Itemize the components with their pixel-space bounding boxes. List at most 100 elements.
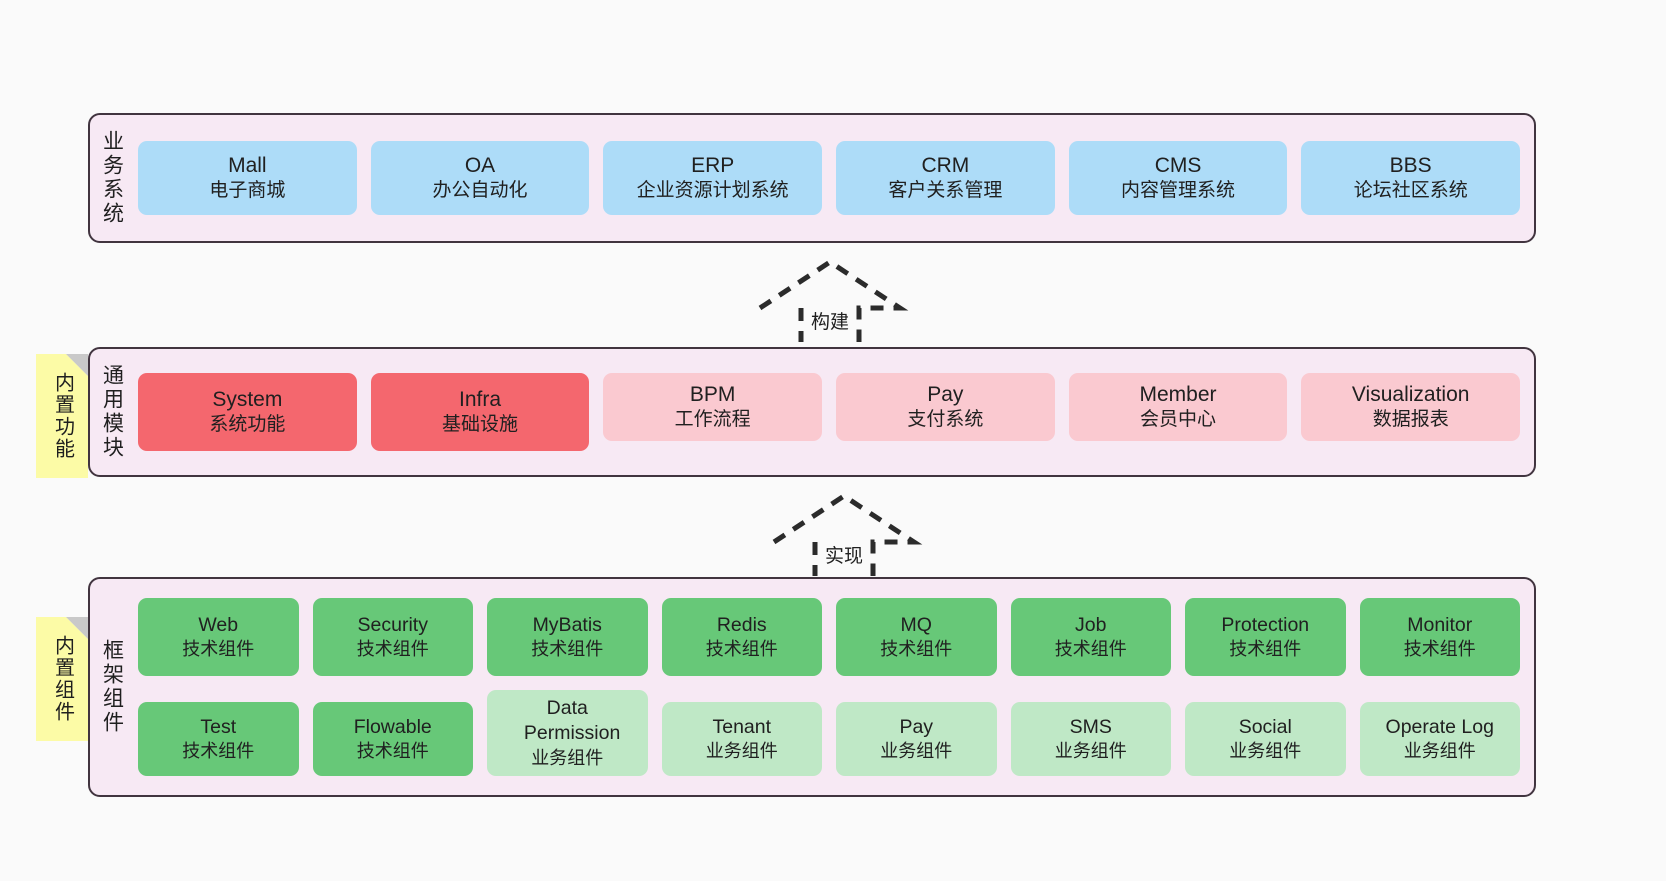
layer-body-framework-component: Web 技术组件 Security 技术组件 MyBatis 技术组件 Redi… [134, 579, 1534, 795]
node-title: Infra [458, 388, 502, 411]
node-title: CRM [921, 154, 970, 177]
node-title: MyBatis [532, 613, 602, 636]
node-subtitle: 业务组件 [1054, 740, 1127, 761]
layer-common-module: 通用模块 System 系统功能 Infra 基础设施 BPM 工作流程 Pay… [88, 347, 1536, 477]
node-protection[interactable]: Protection 技术组件 [1185, 598, 1346, 676]
note-fold-icon [66, 354, 88, 376]
node-subtitle: 工作流程 [674, 409, 751, 431]
node-title: MQ [900, 613, 932, 636]
node-subtitle: 技术组件 [705, 638, 778, 659]
node-subtitle: 技术组件 [1403, 638, 1476, 659]
node-monitor[interactable]: Monitor 技术组件 [1359, 598, 1520, 676]
sticky-note-label: 内置功能 [51, 372, 74, 460]
node-test[interactable]: Test 技术组件 [138, 702, 299, 776]
node-flowable[interactable]: Flowable 技术组件 [312, 702, 473, 776]
node-subtitle: 业务组件 [1229, 740, 1302, 761]
node-title: Monitor [1407, 613, 1473, 636]
connector-implement: 实现 [770, 492, 923, 578]
layer-body-business-system: Mall 电子商城 OA 办公自动化 ERP 企业资源计划系统 CRM 客户关系… [134, 115, 1534, 241]
node-subtitle: 技术组件 [531, 638, 604, 659]
node-subtitle: 技术组件 [356, 740, 429, 761]
node-subtitle: 会员中心 [1140, 409, 1217, 431]
node-subtitle: 技术组件 [880, 638, 953, 659]
node-subtitle: 支付系统 [907, 409, 984, 431]
node-subtitle: 业务组件 [1403, 740, 1476, 761]
node-social[interactable]: Social 业务组件 [1185, 702, 1346, 776]
node-subtitle: 技术组件 [1229, 638, 1302, 659]
node-title: Security [357, 613, 428, 636]
node-subtitle: 办公自动化 [432, 180, 528, 202]
node-operate-log[interactable]: Operate Log 业务组件 [1359, 702, 1520, 776]
box-row: Test 技术组件 Flowable 技术组件 Data Permission … [138, 690, 1520, 776]
node-subtitle: 技术组件 [182, 740, 255, 761]
node-subtitle: 业务组件 [880, 740, 953, 761]
node-subtitle: 技术组件 [356, 638, 429, 659]
node-system[interactable]: System 系统功能 [138, 373, 357, 451]
sticky-note-builtin-function: 内置功能 [36, 354, 88, 478]
node-subtitle: 技术组件 [182, 638, 255, 659]
node-title: Web [198, 613, 239, 636]
node-infra[interactable]: Infra 基础设施 [370, 373, 590, 451]
node-mall[interactable]: Mall 电子商城 [138, 141, 357, 215]
node-bpm[interactable]: BPM 工作流程 [603, 373, 823, 441]
layer-title-common-module: 通用模块 [100, 364, 124, 460]
node-title: ERP [691, 154, 735, 177]
node-title: Mall [228, 154, 267, 177]
box-row: Web 技术组件 Security 技术组件 MyBatis 技术组件 Redi… [138, 598, 1520, 676]
node-title: Member [1139, 383, 1217, 406]
node-tenant[interactable]: Tenant 业务组件 [661, 702, 822, 776]
node-title: System [212, 388, 283, 411]
node-job[interactable]: Job 技术组件 [1010, 598, 1171, 676]
node-bbs[interactable]: BBS 论坛社区系统 [1301, 141, 1521, 215]
node-sms[interactable]: SMS 业务组件 [1010, 702, 1171, 776]
node-title: BPM [689, 383, 736, 406]
node-title: Operate Log [1385, 715, 1494, 738]
node-subtitle: 电子商城 [209, 180, 286, 202]
node-title: SMS [1069, 715, 1112, 738]
node-title: Pay [927, 383, 964, 406]
node-oa[interactable]: OA 办公自动化 [370, 141, 590, 215]
node-web[interactable]: Web 技术组件 [138, 598, 299, 676]
node-title: Flowable [353, 715, 432, 738]
node-title: Job [1075, 613, 1107, 636]
node-mybatis[interactable]: MyBatis 技术组件 [487, 598, 648, 676]
box-row: Mall 电子商城 OA 办公自动化 ERP 企业资源计划系统 CRM 客户关系… [138, 141, 1521, 215]
layer-body-common-module: System 系统功能 Infra 基础设施 BPM 工作流程 Pay 支付系统… [134, 349, 1534, 475]
sticky-note-label: 内置组件 [51, 635, 74, 723]
node-mq[interactable]: MQ 技术组件 [836, 598, 997, 676]
node-redis[interactable]: Redis 技术组件 [661, 598, 822, 676]
node-title: Data Permission [523, 696, 621, 745]
node-subtitle: 系统功能 [209, 414, 286, 436]
node-subtitle: 技术组件 [1054, 638, 1127, 659]
node-subtitle: 业务组件 [531, 747, 604, 768]
node-cms[interactable]: CMS 内容管理系统 [1068, 141, 1288, 215]
node-subtitle: 企业资源计划系统 [636, 180, 789, 202]
node-crm[interactable]: CRM 客户关系管理 [836, 141, 1055, 215]
node-data-permission[interactable]: Data Permission 业务组件 [487, 690, 648, 776]
node-title: Social [1238, 715, 1292, 738]
node-pay[interactable]: Pay 支付系统 [836, 373, 1055, 441]
layer-business-system: 业务系统 Mall 电子商城 OA 办公自动化 ERP 企业资源计划系统 CRM… [88, 113, 1536, 243]
sticky-note-builtin-component: 内置组件 [36, 617, 88, 741]
connector-build-label: 构建 [810, 312, 850, 333]
node-erp[interactable]: ERP 企业资源计划系统 [603, 141, 823, 215]
node-pay-business[interactable]: Pay 业务组件 [836, 702, 997, 776]
node-title: Visualization [1351, 383, 1470, 406]
node-title: Tenant [712, 715, 772, 738]
connector-build: 构建 [756, 258, 909, 344]
node-subtitle: 业务组件 [705, 740, 778, 761]
layer-title-business-system: 业务系统 [100, 130, 124, 226]
node-title: Protection [1221, 613, 1310, 636]
node-title: CMS [1154, 154, 1202, 177]
node-subtitle: 论坛社区系统 [1353, 180, 1468, 202]
box-row: System 系统功能 Infra 基础设施 BPM 工作流程 Pay 支付系统… [138, 373, 1521, 451]
node-title: Redis [716, 613, 767, 636]
node-visualization[interactable]: Visualization 数据报表 [1301, 373, 1521, 441]
node-subtitle: 数据报表 [1372, 409, 1449, 431]
node-subtitle: 基础设施 [442, 414, 519, 436]
node-member[interactable]: Member 会员中心 [1068, 373, 1288, 441]
node-security[interactable]: Security 技术组件 [312, 598, 473, 676]
layer-title-framework-component: 框架组件 [100, 639, 124, 735]
node-title: Test [200, 715, 237, 738]
